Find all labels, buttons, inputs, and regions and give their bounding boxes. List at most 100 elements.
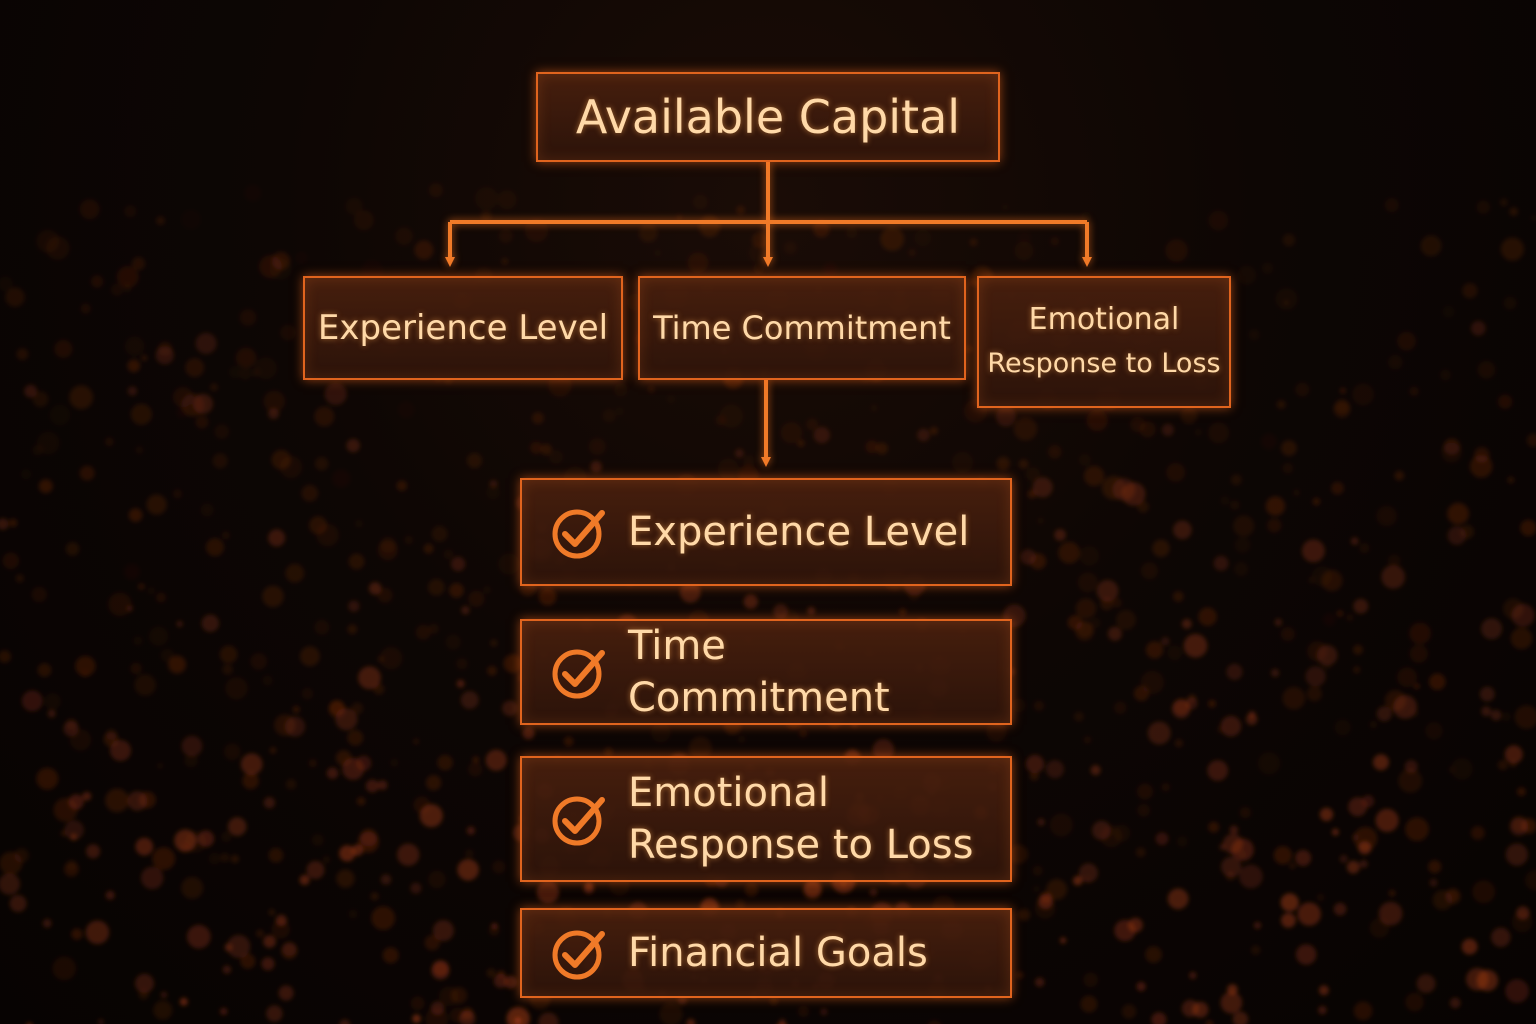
- bokeh-dot: [1413, 683, 1420, 690]
- bokeh-dot: [227, 934, 251, 959]
- bokeh-dot: [1078, 863, 1098, 883]
- bokeh-dot: [806, 418, 819, 431]
- bokeh-dot: [1280, 893, 1299, 912]
- bokeh-dot: [134, 973, 155, 994]
- bokeh-dot: [301, 687, 314, 700]
- bokeh-dot: [927, 1020, 942, 1024]
- bokeh-dot: [735, 899, 745, 909]
- bokeh-dot: [588, 438, 606, 455]
- bokeh-dot: [438, 986, 459, 1007]
- bokeh-dot: [46, 236, 70, 260]
- bokeh-dot: [268, 529, 286, 547]
- bokeh-dot: [1139, 421, 1156, 438]
- bokeh-dot: [90, 275, 104, 288]
- bokeh-dot: [1270, 668, 1280, 678]
- bokeh-dot: [68, 794, 84, 810]
- bokeh-dot: [181, 876, 204, 900]
- bokeh-dot: [1208, 210, 1229, 231]
- bokeh-dot: [212, 453, 228, 469]
- branch-node-label-line2: Response to Loss: [987, 348, 1221, 379]
- bokeh-dot: [1220, 991, 1243, 1014]
- bokeh-dot: [124, 205, 137, 218]
- bokeh-dot: [214, 424, 230, 439]
- bokeh-dot: [424, 935, 440, 951]
- bokeh-dot: [354, 519, 364, 528]
- bokeh-dot: [503, 654, 523, 673]
- bokeh-dot: [339, 845, 356, 862]
- bokeh-dot: [8, 518, 18, 528]
- bokeh-dot: [802, 881, 823, 901]
- bokeh-dot: [271, 251, 291, 270]
- bokeh-dot: [1306, 686, 1322, 702]
- bokeh-dot: [1002, 204, 1009, 211]
- bokeh-dot: [1111, 597, 1122, 608]
- bokeh-dot: [1114, 701, 1127, 714]
- bokeh-dot: [380, 536, 397, 553]
- bokeh-dot: [69, 385, 94, 410]
- bokeh-dot: [1394, 470, 1405, 481]
- bokeh-dot: [692, 194, 708, 210]
- bokeh-dot: [1171, 699, 1191, 719]
- bokeh-dot: [1017, 231, 1032, 245]
- bokeh-dot: [1416, 974, 1436, 994]
- bokeh-dot: [773, 603, 789, 619]
- bokeh-dot: [1221, 856, 1242, 877]
- bokeh-dot: [124, 336, 145, 357]
- bokeh-dot: [1297, 902, 1321, 926]
- bokeh-dot: [679, 581, 701, 603]
- bokeh-dot: [1167, 888, 1189, 910]
- bokeh-dot: [717, 458, 739, 480]
- bokeh-dot: [1029, 771, 1039, 781]
- bokeh-dot: [382, 947, 399, 964]
- bokeh-dot: [1477, 360, 1496, 379]
- bokeh-dot: [1083, 736, 1092, 744]
- bokeh-dot: [282, 941, 297, 956]
- bokeh-dot: [1261, 262, 1274, 274]
- bokeh-dot: [797, 439, 805, 448]
- bokeh-dot: [1234, 537, 1251, 553]
- bokeh-dot: [1491, 927, 1511, 948]
- bokeh-dot: [239, 367, 252, 380]
- bokeh-dot: [1050, 237, 1060, 246]
- bokeh-dot: [1293, 489, 1300, 496]
- bokeh-dot: [1014, 241, 1034, 261]
- check-circle-icon: [552, 796, 605, 846]
- bokeh-dot: [195, 332, 217, 354]
- bokeh-dot: [221, 531, 230, 540]
- bokeh-dot: [311, 834, 324, 846]
- bokeh-dot: [969, 238, 978, 247]
- bokeh-dot: [24, 384, 38, 398]
- bokeh-dot: [1155, 832, 1169, 846]
- branch-node-time-commitment: Time Commitment: [638, 276, 966, 380]
- bokeh-dot: [396, 480, 408, 492]
- bokeh-dot: [996, 456, 1011, 471]
- bokeh-dot: [489, 479, 498, 489]
- bokeh-dot: [222, 965, 232, 974]
- bokeh-dot: [995, 406, 1017, 427]
- bokeh-dot: [160, 991, 168, 998]
- bokeh-dot: [222, 664, 234, 675]
- bokeh-dot: [31, 586, 47, 603]
- bokeh-dot: [1140, 562, 1158, 580]
- bokeh-dot: [32, 444, 44, 456]
- bokeh-dot: [244, 184, 262, 202]
- bokeh-dot: [255, 929, 265, 938]
- bokeh-dot: [148, 626, 169, 646]
- bokeh-dot: [1443, 438, 1461, 456]
- bokeh-dot: [220, 1007, 228, 1016]
- bokeh-dot: [390, 758, 399, 767]
- bokeh-dot: [845, 226, 858, 239]
- bokeh-dot: [445, 634, 462, 650]
- bokeh-dot: [1257, 752, 1281, 775]
- bokeh-dot: [428, 870, 446, 889]
- bokeh-dot: [1037, 517, 1044, 524]
- bokeh-dot: [1410, 709, 1420, 718]
- bokeh-dot: [1078, 453, 1091, 466]
- bokeh-dot: [456, 658, 468, 670]
- bokeh-dot: [1520, 519, 1536, 537]
- bokeh-dot: [80, 303, 91, 314]
- bokeh-dot: [5, 287, 25, 307]
- bokeh-dot: [437, 754, 453, 771]
- bokeh-dot: [431, 961, 450, 980]
